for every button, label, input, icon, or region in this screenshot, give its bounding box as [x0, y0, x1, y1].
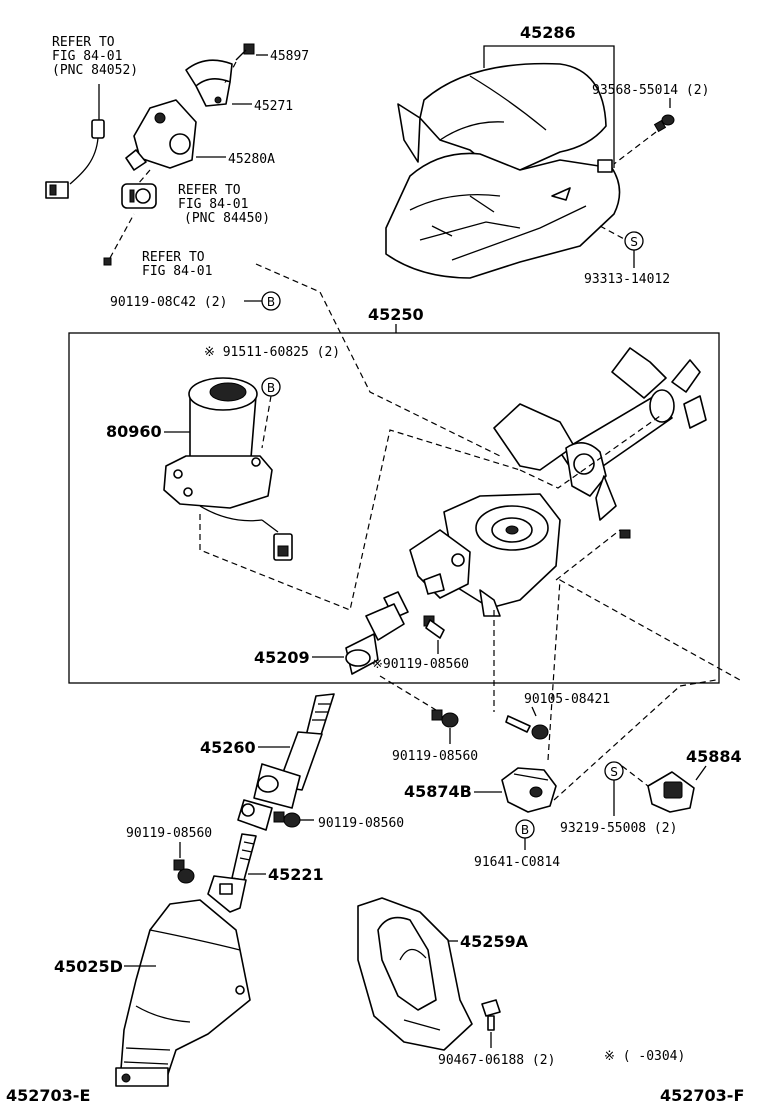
boot-45025D-part — [115, 899, 251, 1087]
ref-text-3-line-1: REFER TO — [142, 250, 205, 265]
bolt-column-part — [619, 529, 631, 539]
key-45884-part — [647, 771, 695, 813]
wire-connector-part — [45, 84, 105, 199]
screw-93568-part — [653, 114, 675, 133]
clip-90467-06188-part — [481, 999, 501, 1031]
ref-text-1-line-2: FIG 84-01 — [52, 49, 122, 64]
label-90119-08C42: 90119-08C42 (2) — [110, 295, 227, 310]
ref-text-2-line-2: FIG 84-01 — [178, 197, 248, 212]
label-45271: 45271 — [254, 99, 293, 114]
label-45250: 45250 — [368, 305, 424, 324]
cover-45259A-part — [357, 897, 473, 1051]
figure-code-left: 452703-E — [6, 1086, 90, 1105]
steering-column-assembly-part — [409, 347, 707, 617]
label-90105-08421: 90105-08421 — [524, 692, 610, 707]
bolt-90119-08560-a-part — [423, 615, 445, 639]
label-45286: 45286 — [520, 23, 576, 42]
ref-text-1-line-1: REFER TO — [52, 35, 115, 50]
shaft-45260-part — [237, 693, 335, 831]
clamp-45271-part — [185, 59, 233, 107]
screw-ref3-part — [103, 213, 135, 266]
key-cylinder-45874B-part — [501, 767, 557, 813]
symbol-B-circle-1 — [261, 291, 281, 311]
label-45874B: 45874B — [404, 782, 472, 801]
label-45025D: 45025D — [54, 957, 123, 976]
symbol-B-2: B — [267, 381, 275, 395]
label-93219-55008: 93219-55008 (2) — [560, 821, 677, 836]
label-45209: 45209 — [254, 648, 310, 667]
bolt-90119-08560-d-part — [173, 859, 195, 884]
label-45221: 45221 — [268, 865, 324, 884]
assembly-45250-frame — [68, 332, 720, 684]
note-production-date: ※ ( -0304) — [604, 1049, 685, 1064]
motor-80960-part — [163, 377, 293, 561]
label-90467-06188: 90467-06188 (2) — [438, 1053, 555, 1068]
label-80960: 80960 — [106, 422, 162, 441]
label-93568-55014: 93568-55014 (2) — [592, 83, 709, 98]
label-45897: 45897 — [270, 49, 309, 64]
label-93313-14012: 93313-14012 — [584, 272, 670, 287]
label-90119-08560-b: 90119-08560 — [392, 749, 478, 764]
ref-text-3-line-2: FIG 84-01 — [142, 264, 212, 279]
shaft-45221-part — [207, 833, 257, 913]
symbol-S-1: S — [630, 235, 638, 249]
label-45280A: 45280A — [228, 152, 275, 167]
universal-joint-45209-part — [345, 591, 409, 675]
symbol-S-2: S — [610, 765, 618, 779]
symbol-B-1: B — [267, 295, 275, 309]
figure-code-right: 452703-F — [660, 1086, 744, 1105]
ref-text-2-line-1: REFER TO — [178, 183, 241, 198]
label-45260: 45260 — [200, 738, 256, 757]
bolt-90119-08560-c-part — [273, 811, 301, 828]
label-91511-60825: ※ 91511-60825 (2) — [204, 345, 340, 360]
label-90119-08560-c: 90119-08560 — [318, 816, 404, 831]
label-45259A: 45259A — [460, 932, 529, 951]
label-90119-08560-d: 90119-08560 — [126, 826, 212, 841]
label-90119-08560-asterisk: ※90119-08560 — [372, 657, 469, 672]
bolt-90105-08421-part — [505, 715, 549, 740]
upper-cover-45286-part — [385, 62, 621, 279]
bolt-90119-08560-b-part — [431, 709, 459, 728]
ref-text-2-line-3: (PNC 84450) — [184, 211, 270, 226]
label-91641-C0814: 91641-C0814 — [474, 855, 560, 870]
switch-connector-part — [121, 183, 157, 209]
ref-text-1-line-3: (PNC 84052) — [52, 63, 138, 78]
label-45884: 45884 — [686, 747, 742, 766]
symbol-B-3: B — [521, 823, 529, 837]
bracket-45280A-part — [125, 99, 197, 171]
